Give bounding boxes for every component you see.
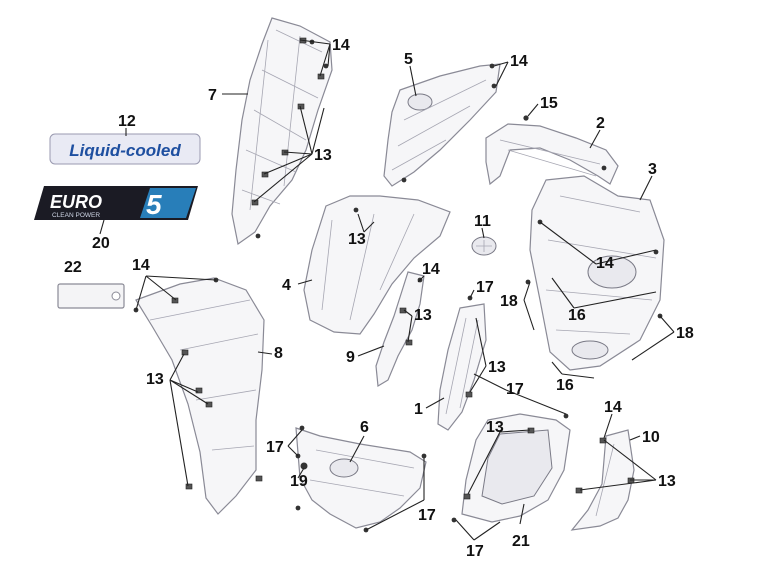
- callout-11: 11: [474, 213, 491, 230]
- callout-16-upper: 16: [568, 307, 586, 324]
- part-10-right-side-trim: [570, 429, 635, 531]
- liquid-cooled-text: Liquid-cooled: [69, 141, 181, 160]
- part-6-floor-step: [295, 425, 427, 533]
- callout-17-left: 17: [266, 439, 284, 456]
- euro-number-text: 5: [146, 189, 162, 220]
- callout-7: 7: [208, 87, 217, 104]
- callout-17-upper: 17: [476, 279, 494, 296]
- callout-12: 12: [118, 113, 136, 130]
- callout-3: 3: [648, 161, 657, 178]
- callout-17-bottom-center: 17: [418, 507, 436, 524]
- part-21-lower-frame-panel: [451, 413, 571, 523]
- callout-17-middle: 17: [506, 381, 524, 398]
- callout-13-right-bottom: 13: [658, 473, 676, 490]
- callout-14-bracket: 14: [422, 261, 440, 278]
- callout-21: 21: [512, 533, 530, 550]
- callout-16-lower: 16: [556, 377, 574, 394]
- part-8-left-front-cover: [133, 277, 265, 515]
- callout-20: 20: [92, 235, 110, 252]
- callout-2: 2: [596, 115, 605, 132]
- part-5-upper-center-panel: [383, 63, 501, 187]
- callout-labels: 7 14 13 5 14 15 2 3 12 20 11 13 4 14 13 …: [64, 37, 694, 560]
- callout-14-right: 14: [596, 255, 614, 272]
- leader-lines: [99, 39, 675, 541]
- part-12-liquid-cooled-decal: Liquid-cooled: [49, 133, 201, 165]
- callout-13-frame: 13: [486, 419, 504, 436]
- callout-5: 5: [404, 51, 413, 68]
- callout-10: 10: [642, 429, 660, 446]
- callout-18-left: 18: [500, 293, 518, 310]
- part-9-bracket: [375, 271, 425, 388]
- callout-22: 22: [64, 259, 82, 276]
- callout-1: 1: [414, 401, 423, 418]
- callout-13-cover: 13: [488, 359, 506, 376]
- callout-13-bracket: 13: [414, 307, 432, 324]
- euro-brand-text: EURO: [50, 192, 102, 212]
- part-22-blank-label: [57, 283, 125, 309]
- part-2-top-rail: [485, 115, 619, 186]
- callout-14-left: 14: [132, 257, 150, 274]
- callout-6: 6: [360, 419, 369, 436]
- callout-17-bottom: 17: [466, 543, 484, 560]
- part-7-front-inner-panel: [231, 17, 333, 246]
- euro-tagline-text: CLEAN POWER: [52, 212, 100, 219]
- part-4-front-shield: [303, 195, 451, 335]
- callout-8: 8: [274, 345, 283, 362]
- part-11-emblem: [471, 236, 497, 256]
- callout-14-trim: 14: [604, 399, 622, 416]
- callout-9: 9: [346, 349, 355, 366]
- callout-14-top-left: 14: [332, 37, 350, 54]
- part-3-inner-body-panel: [525, 175, 665, 371]
- callout-19: 19: [290, 473, 308, 490]
- callout-4: 4: [282, 277, 291, 294]
- part-20-euro5-decal: EURO 5 CLEAN POWER: [34, 186, 198, 220]
- callout-13-shield: 13: [348, 231, 366, 248]
- callout-13-top-left: 13: [314, 147, 332, 164]
- callout-18-right: 18: [676, 325, 694, 342]
- callout-14-top-center: 14: [510, 53, 528, 70]
- callout-15: 15: [540, 95, 558, 112]
- part-1-side-center-cover: [437, 295, 487, 431]
- callout-13-left: 13: [146, 371, 164, 388]
